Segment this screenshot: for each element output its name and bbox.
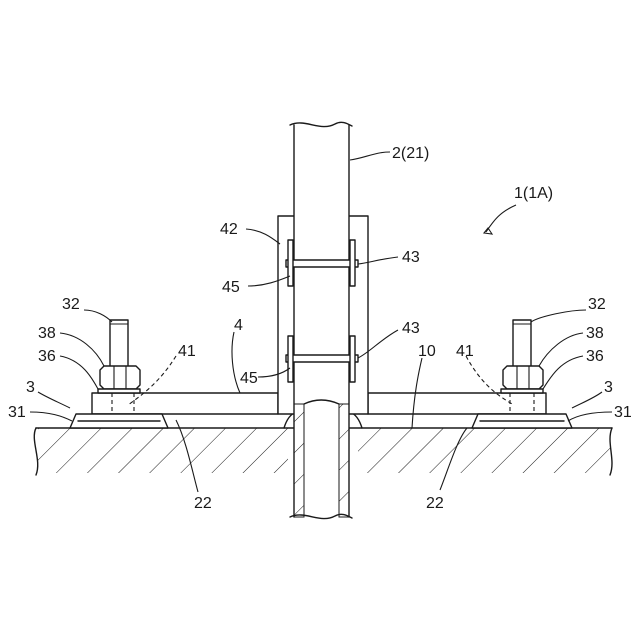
label-column: 2(21) <box>392 145 429 162</box>
bolt-assembly-right <box>501 320 543 393</box>
label-anchor-left: 22 <box>194 495 212 512</box>
label-sleeve: 42 <box>220 221 238 238</box>
label-base-plate: 4 <box>234 317 243 334</box>
label-bolt-left: 32 <box>62 296 80 313</box>
label-band-lower: 43 <box>402 320 420 337</box>
label-bolt-lower: 45 <box>240 370 258 387</box>
column <box>290 122 352 518</box>
label-pad-left: 3 <box>26 379 35 396</box>
label-anchor-right: 22 <box>426 495 444 512</box>
label-hole-left: 41 <box>178 343 196 360</box>
label-washer-right: 36 <box>586 348 604 365</box>
label-hole-right: 41 <box>456 343 474 360</box>
label-device: 1(1A) <box>514 185 553 202</box>
label-bolt-right: 32 <box>588 296 606 313</box>
label-bolt-upper: 45 <box>222 279 240 296</box>
bolt-assembly-left <box>98 320 140 393</box>
label-pad-right: 3 <box>604 379 613 396</box>
label-pad-base-left: 31 <box>8 404 26 421</box>
label-nut-left: 38 <box>38 325 56 342</box>
label-washer-left: 36 <box>38 348 56 365</box>
label-floor: 10 <box>418 343 436 360</box>
label-pad-base-right: 31 <box>614 404 632 421</box>
label-nut-right: 38 <box>586 325 604 342</box>
label-band-upper: 43 <box>402 249 420 266</box>
